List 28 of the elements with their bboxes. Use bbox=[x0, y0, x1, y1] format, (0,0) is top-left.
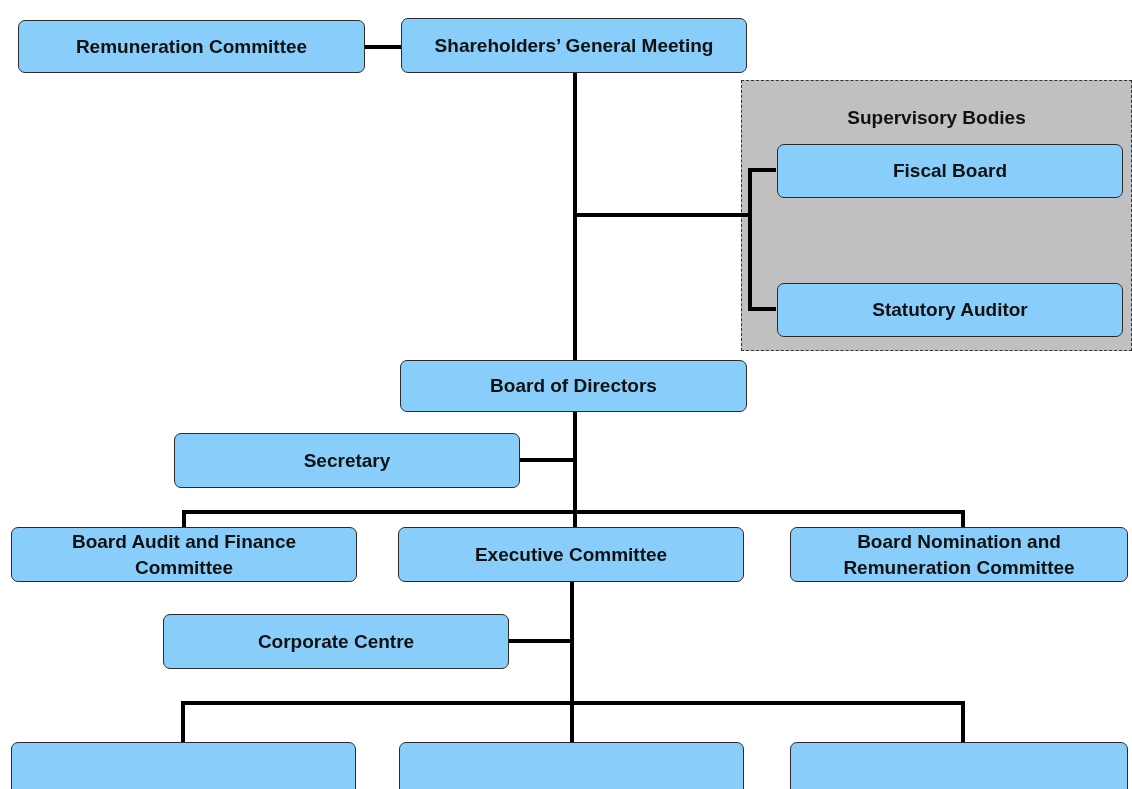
org-box bbox=[790, 742, 1128, 789]
org-box bbox=[11, 527, 357, 582]
org-box bbox=[399, 742, 744, 789]
org-box bbox=[11, 742, 356, 789]
box-label: Statutory Auditor bbox=[872, 298, 1028, 323]
org-box bbox=[400, 360, 747, 412]
group-panel bbox=[741, 80, 1132, 351]
box-label: Shareholders’ General Meeting bbox=[434, 33, 714, 58]
connector-line bbox=[573, 412, 965, 527]
box-label: Board Nomination and Remuneration Committee bbox=[842, 529, 1076, 580]
box-label: Corporate Centre bbox=[257, 629, 415, 654]
org-box bbox=[174, 433, 520, 488]
org-box bbox=[401, 18, 747, 73]
box-label: Fiscal Board bbox=[892, 159, 1007, 184]
connector-line bbox=[365, 45, 401, 49]
org-box bbox=[18, 20, 365, 73]
box-label: Executive Committee bbox=[474, 542, 668, 567]
box-label: Remuneration Committee bbox=[75, 34, 308, 59]
org-box bbox=[777, 144, 1123, 198]
org-box bbox=[777, 283, 1123, 337]
box-label: Board of Directors bbox=[490, 374, 657, 399]
org-box bbox=[790, 527, 1128, 582]
group-heading: Supervisory Bodies bbox=[847, 106, 1026, 130]
org-box bbox=[398, 527, 744, 582]
org-box bbox=[163, 614, 509, 669]
box-label: Secretary bbox=[303, 448, 391, 473]
box-label: Board Audit and Finance Committee bbox=[70, 529, 298, 580]
connector-line bbox=[570, 582, 965, 742]
